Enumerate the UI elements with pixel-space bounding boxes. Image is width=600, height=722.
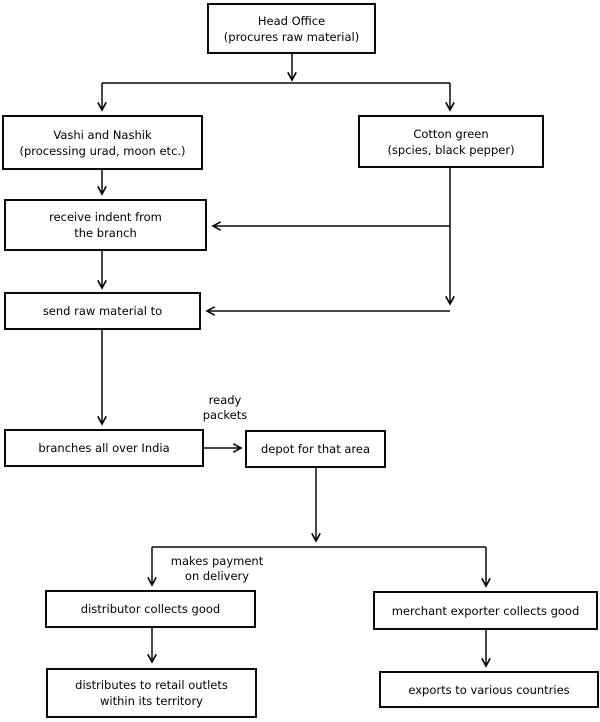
node-label: (procures raw material) bbox=[223, 29, 360, 44]
edge-label-ready-packets: ready packets bbox=[190, 393, 260, 422]
node-label: branches all over India bbox=[38, 441, 170, 455]
node-label: receive indent from bbox=[49, 210, 162, 224]
node-label: (spcies, black pepper) bbox=[387, 142, 515, 157]
edge-label-line: makes payment bbox=[170, 554, 264, 568]
node-merchant-exporter: merchant exporter collects good bbox=[373, 591, 598, 630]
node-label: distributes to retail outlets bbox=[75, 678, 228, 692]
node-vashi-nashik: Vashi and Nashik (processing urad, moon … bbox=[2, 115, 203, 170]
node-label: Head Office bbox=[257, 13, 326, 28]
node-retail-outlets: distributes to retail outlets within its… bbox=[46, 668, 257, 718]
node-label: within its territory bbox=[99, 694, 203, 708]
node-label: the branch bbox=[74, 226, 137, 240]
node-label: merchant exporter collects good bbox=[391, 603, 580, 618]
node-branches-india: branches all over India bbox=[4, 429, 204, 467]
edge-label-line: packets bbox=[202, 407, 248, 422]
node-send-raw-material: send raw material to bbox=[4, 292, 201, 330]
edge-label-line: on delivery bbox=[184, 568, 250, 583]
node-label: send raw material to bbox=[42, 304, 163, 318]
node-cotton-green: Cotton green (spcies, black pepper) bbox=[358, 115, 544, 168]
node-receive-indent: receive indent from the branch bbox=[4, 199, 207, 251]
edge-label-line: ready bbox=[208, 393, 242, 407]
node-label: (processing urad, moon etc.) bbox=[19, 143, 186, 158]
node-label: distributor collects good bbox=[80, 602, 221, 616]
node-exports: exports to various countries bbox=[379, 671, 599, 708]
node-label: Vashi and Nashik bbox=[53, 127, 152, 142]
node-label: depot for that area bbox=[261, 442, 370, 456]
edge-label-makes-payment: makes payment on delivery bbox=[156, 554, 278, 583]
node-label: exports to various countries bbox=[408, 682, 570, 697]
node-distributor: distributor collects good bbox=[45, 590, 256, 628]
node-depot: depot for that area bbox=[245, 430, 386, 468]
node-label: Cotton green bbox=[413, 126, 489, 141]
node-head-office: Head Office (procures raw material) bbox=[207, 3, 376, 54]
